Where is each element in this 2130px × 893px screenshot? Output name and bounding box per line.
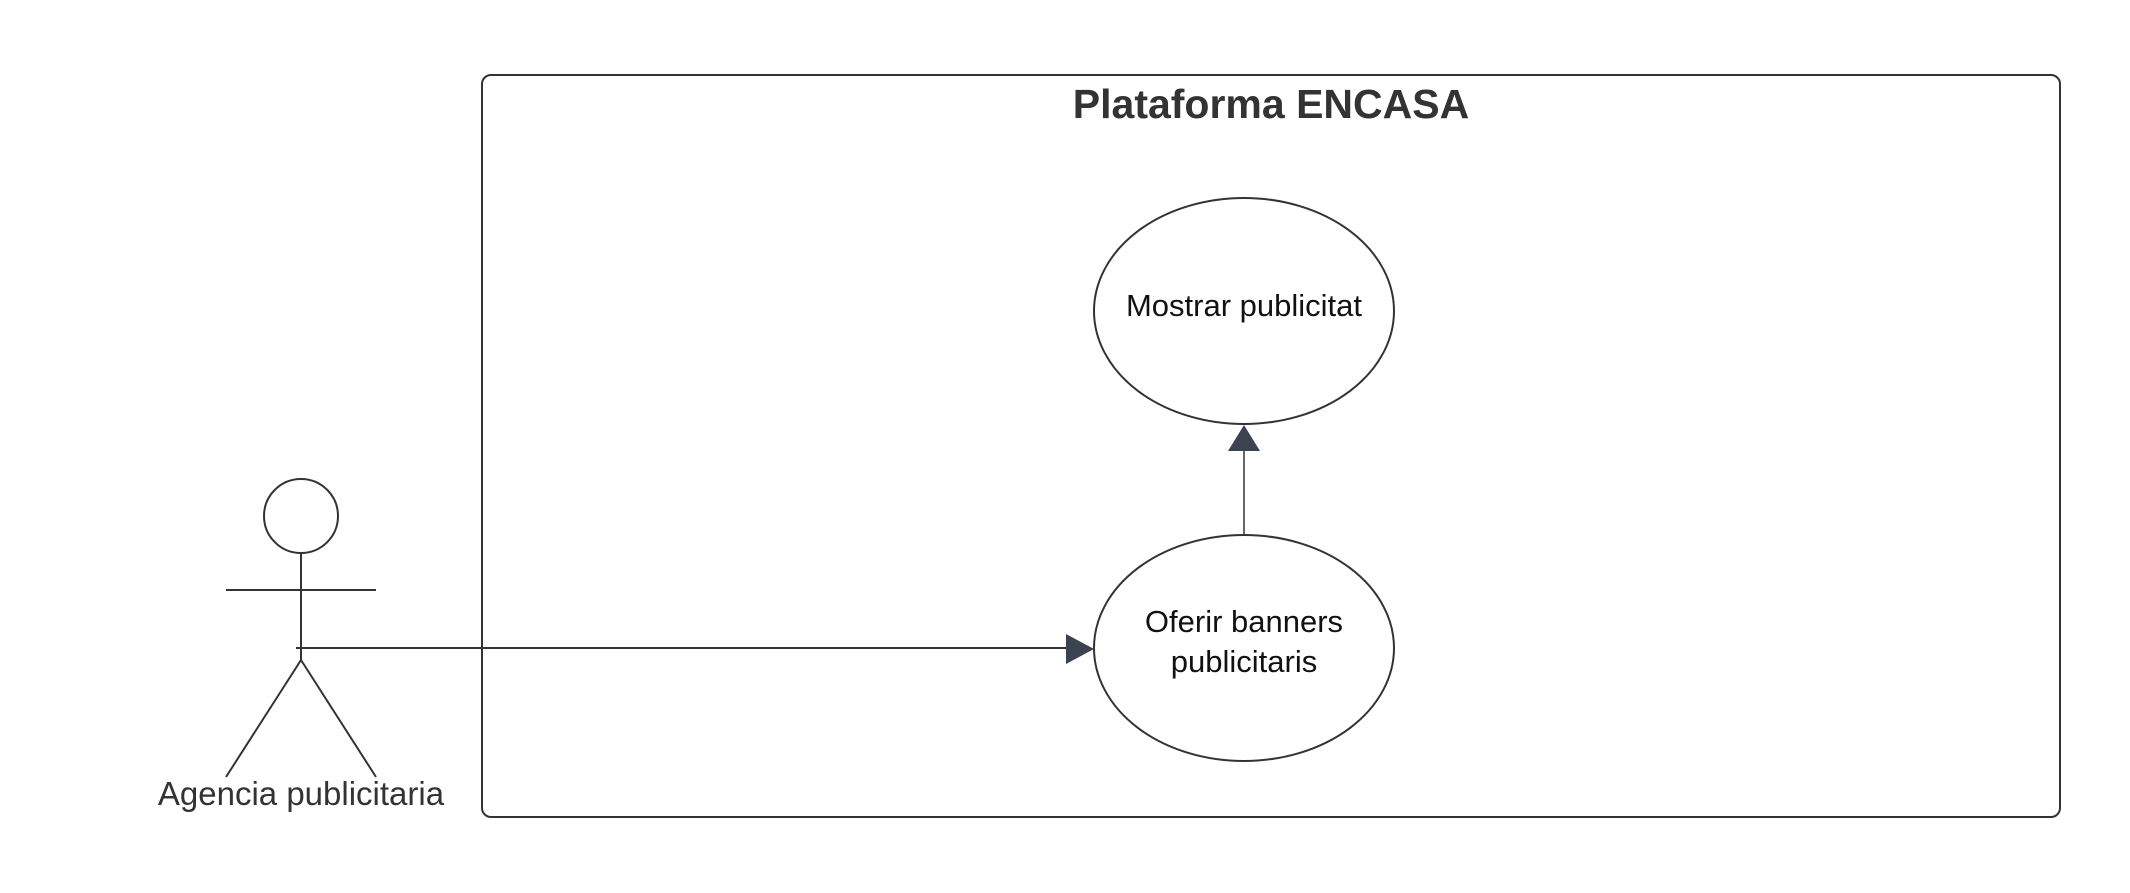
association-arrowhead — [1066, 634, 1094, 664]
usecase-label-line-1: Oferir banners — [1145, 604, 1343, 639]
actor-head — [263, 478, 339, 554]
system-boundary[interactable]: Plataforma ENCASA — [481, 74, 2061, 818]
association-actor-to-oferir-banners[interactable] — [296, 634, 1094, 664]
actor-right-leg — [300, 659, 377, 778]
system-boundary-frame — [481, 74, 2061, 818]
usecase-mostrar-publicitat[interactable]: Mostrar publicitat — [1093, 197, 1395, 425]
usecase-label-line-2: publicitaris — [1171, 644, 1317, 679]
relation-arrowhead — [1228, 425, 1260, 451]
actor-label: Agencia publicitaria — [158, 775, 445, 812]
usecase-label: Mostrar publicitat — [1126, 288, 1362, 323]
actor-left-leg — [225, 659, 302, 778]
relation-oferir-to-mostrar[interactable] — [1228, 425, 1260, 536]
usecase-ellipse — [1093, 197, 1395, 425]
usecase-ellipse — [1093, 534, 1395, 762]
usecase-oferir-banners-publicitaris[interactable]: Oferir banners publicitaris — [1093, 534, 1395, 762]
system-boundary-title: Plataforma ENCASA — [1073, 81, 1469, 127]
actor-agencia-publicitaria[interactable] — [225, 478, 377, 778]
